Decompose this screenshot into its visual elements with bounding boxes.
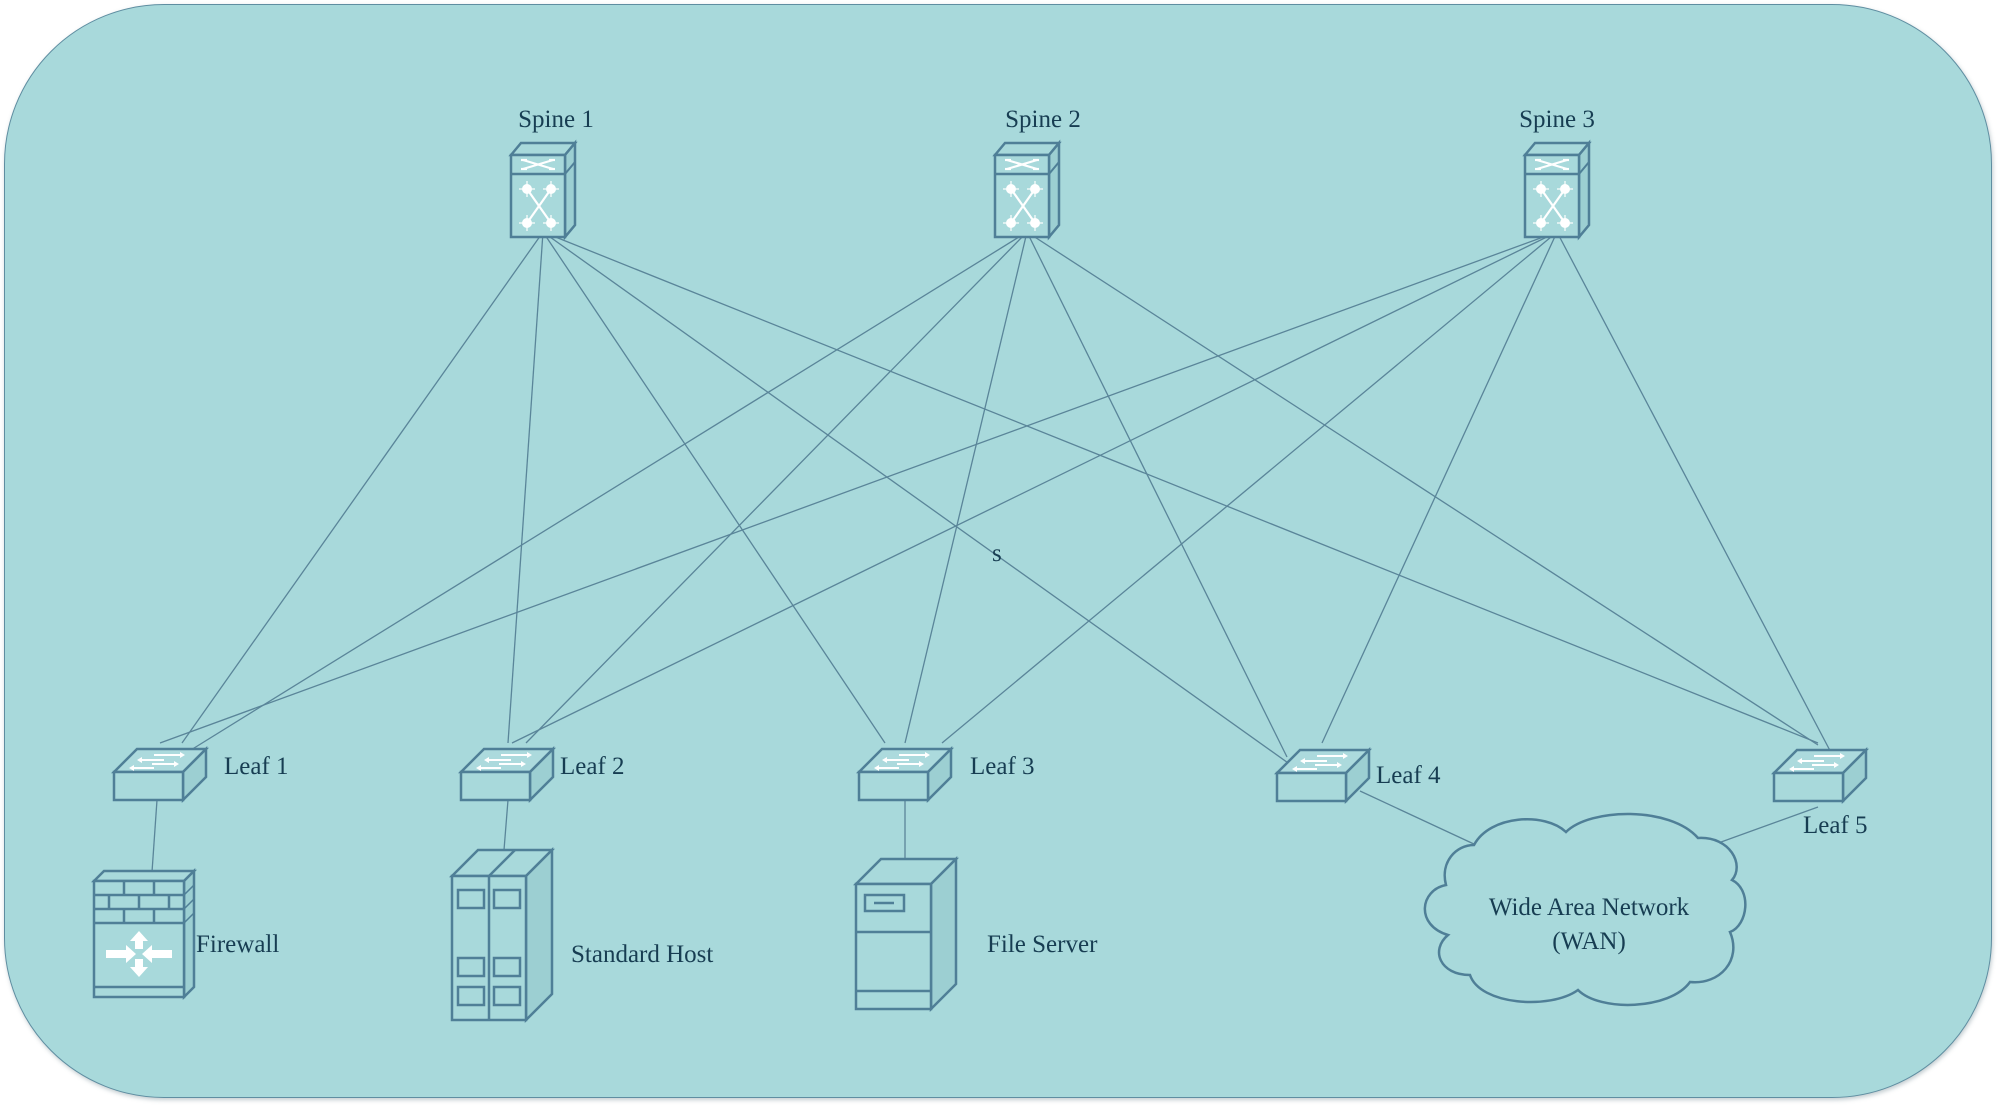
leaf5-icon[interactable] [1772, 748, 1868, 803]
spine2-label: Spine 2 [1005, 106, 1081, 133]
file-server-label: File Server [987, 931, 1098, 958]
link-spine2-leaf3 [904, 231, 1028, 744]
leaf3-label: Leaf 3 [970, 753, 1035, 780]
wan-label-line1: Wide Area Network [1488, 894, 1690, 921]
link-spine2-leaf2 [525, 231, 1028, 744]
link-layer [159, 231, 1837, 776]
stray-text: s [992, 540, 1002, 567]
leaf5-label: Leaf 5 [1803, 812, 1868, 839]
link-leaf1-firewall [151, 799, 158, 873]
spine3-label: Spine 3 [1519, 106, 1595, 133]
leaf1-icon[interactable] [112, 747, 208, 802]
leaf4-label: Leaf 4 [1376, 762, 1441, 789]
link-leaf5-wan [1709, 806, 1819, 847]
cloud-icon[interactable] [1423, 812, 1747, 1007]
leaf2-icon[interactable] [459, 747, 555, 802]
link-spine3-leaf4 [1321, 231, 1558, 744]
firewall-icon[interactable] [90, 867, 198, 1001]
spine1-icon[interactable] [509, 141, 577, 239]
spine3-icon[interactable] [1523, 141, 1591, 239]
server-rack-icon[interactable] [448, 846, 556, 1024]
link-spine1-leaf2 [507, 231, 544, 744]
spine2-icon[interactable] [993, 141, 1061, 239]
link-spine2-leaf1 [177, 231, 1028, 759]
file-server-icon[interactable] [852, 855, 960, 1013]
link-spine3-leaf2 [511, 231, 1558, 744]
link-leaf4-wan [1359, 790, 1477, 846]
standard-host-label: Standard Host [571, 941, 714, 968]
leaf2-label: Leaf 2 [560, 753, 625, 780]
link-spine1-leaf4 [542, 231, 1306, 776]
link-spine1-leaf1 [181, 231, 544, 744]
leaf3-icon[interactable] [857, 747, 953, 802]
link-spine1-leaf5 [542, 231, 1819, 744]
link-spine2-leaf5 [1026, 231, 1819, 746]
link-spine3-leaf1 [159, 231, 1558, 744]
link-leaf2-host [503, 799, 509, 851]
link-spine1-leaf3 [542, 231, 886, 744]
leaf4-icon[interactable] [1275, 748, 1371, 803]
wan-label-line2: (WAN) [1552, 928, 1626, 955]
link-spine2-leaf4 [1026, 231, 1288, 758]
link-spine3-leaf3 [941, 231, 1558, 744]
link-spine3-leaf5 [1556, 231, 1837, 763]
access-link-layer [151, 790, 1819, 873]
spine1-label: Spine 1 [518, 106, 594, 133]
firewall-label: Firewall [196, 931, 280, 958]
leaf1-label: Leaf 1 [224, 753, 289, 780]
